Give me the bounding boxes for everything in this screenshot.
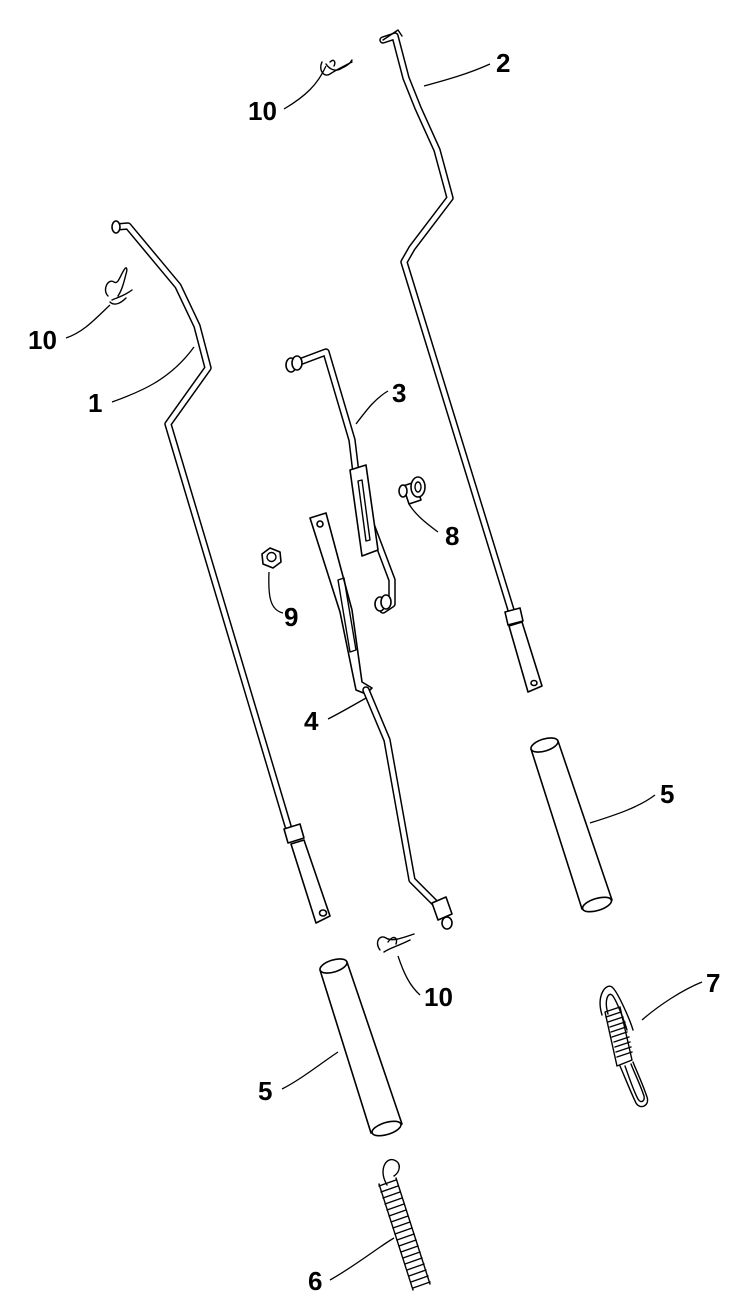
- part-10-hairpin-cotter-upper: [320, 59, 353, 76]
- callout-10b: 10: [28, 325, 57, 355]
- callout-6: 6: [308, 1266, 322, 1291]
- callout-10c: 10: [424, 982, 453, 1012]
- part-8-clevis-pin: [398, 476, 426, 505]
- leader-lines: [65, 63, 703, 1281]
- leader-5a: [589, 794, 656, 824]
- part-10-hairpin-cotter-left: [104, 267, 133, 305]
- part-4-lift-link: [309, 512, 453, 930]
- leader-10a: [283, 65, 327, 110]
- leader-2: [423, 63, 491, 87]
- leader-10b: [65, 304, 111, 339]
- leader-7: [641, 981, 703, 1021]
- callout-8: 8: [445, 521, 459, 551]
- callout-10a: 10: [248, 96, 277, 126]
- part-7-extension-spring: [599, 985, 649, 1108]
- leader-6: [329, 1237, 395, 1281]
- leader-4: [327, 697, 367, 720]
- leader-1: [111, 346, 195, 403]
- leader-9: [268, 571, 284, 614]
- callout-5b: 5: [258, 1076, 272, 1106]
- callout-5a: 5: [660, 779, 674, 809]
- part-3-lift-link: [285, 348, 396, 614]
- part-10-hairpin-cotter-lower: [376, 933, 415, 953]
- callout-7: 7: [706, 968, 720, 998]
- callout-labels: 1 2 3 4 5 5 6 7 8 9 10 10 10: [28, 48, 720, 1291]
- callout-9: 9: [284, 602, 298, 632]
- part-9-hex-nut: [261, 547, 282, 569]
- callout-1: 1: [88, 388, 102, 418]
- callout-3: 3: [392, 378, 406, 408]
- part-6-extension-spring: [378, 1158, 431, 1291]
- leader-8: [408, 503, 439, 533]
- callout-4: 4: [304, 706, 319, 736]
- leader-10c: [397, 955, 421, 996]
- part-5-grip-tube-right: [530, 737, 613, 913]
- part-2-lift-rod: [379, 29, 543, 693]
- spring-6-coils: [378, 1177, 431, 1291]
- part-5-grip-tube-left: [319, 958, 403, 1137]
- leader-5b: [281, 1051, 339, 1090]
- callout-2: 2: [496, 48, 510, 78]
- part-1-lift-rod: [111, 220, 331, 924]
- leader-3: [355, 390, 389, 425]
